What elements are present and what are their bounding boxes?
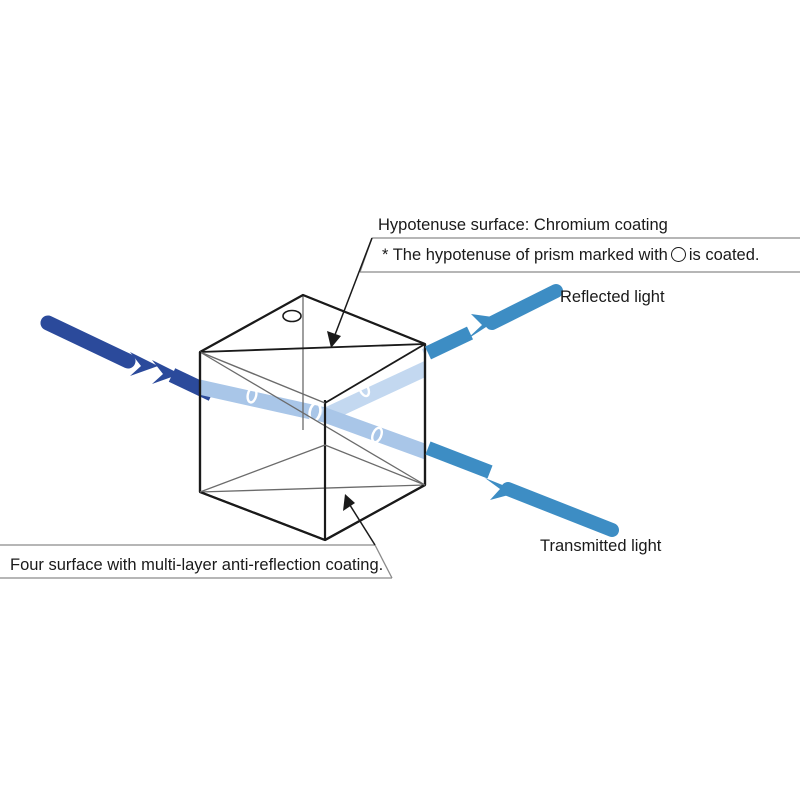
cube-hypotenuse-lines — [199, 294, 426, 353]
incident-beam-segment-1 — [40, 315, 136, 369]
internal-beam-incoming — [200, 377, 327, 423]
hypotenuse-surface-label: Hypotenuse surface: Chromium coating — [378, 216, 668, 234]
beam-marker-icon — [370, 426, 384, 444]
reflected-light-label: Reflected light — [560, 288, 665, 306]
incident-beam-chevron-1 — [130, 352, 158, 376]
incident-beam-chevron-2 — [152, 360, 180, 384]
transmitted-beam-segment-2 — [501, 482, 619, 537]
four-surface-leader-arrowhead — [343, 494, 355, 511]
coated-prism-note: * The hypotenuse of prism marked with is … — [382, 246, 759, 265]
reflected-beam-segment-1 — [424, 326, 474, 360]
cube-front-top-right-edge — [324, 343, 426, 404]
coated-prism-note-prefix: * The hypotenuse of prism marked with — [382, 246, 668, 264]
cube-front-top-left-edge — [199, 351, 326, 404]
circle-marker-icon — [670, 247, 686, 263]
four-surface-callout-right-edge — [374, 544, 393, 579]
internal-beams-group — [200, 337, 425, 465]
four-surface-leader-line — [347, 501, 376, 546]
cube-bottom-inner-diagonal-left — [199, 444, 326, 493]
beam-marker-icon — [246, 386, 258, 404]
four-surface-callout-box — [0, 494, 393, 579]
reflected-beam-segment-2 — [485, 284, 563, 330]
cube-bottom-right-edge — [324, 484, 426, 541]
reflected-beam — [424, 284, 563, 360]
hypotenuse-callout-box — [327, 237, 800, 348]
coated-prism-note-suffix: is coated. — [688, 246, 760, 264]
four-surface-coating-label: Four surface with multi-layer anti-refle… — [10, 556, 384, 574]
hypotenuse-leader-arrowhead — [327, 331, 341, 348]
internal-beam-reflected — [318, 355, 425, 424]
transmitted-beam — [425, 441, 619, 537]
cube-bottom-inner-diagonal-right — [324, 444, 426, 486]
transmitted-beam-segment-1 — [425, 441, 493, 479]
transmitted-light-label: Transmitted light — [540, 537, 662, 555]
hypotenuse-leader-line — [332, 237, 373, 341]
beam-marker-icon — [308, 402, 322, 422]
incident-beam — [40, 315, 216, 401]
cube-bottom-left-edge — [199, 490, 326, 542]
coated-prism-marker-icon — [282, 309, 302, 323]
beamsplitter-cube — [198, 293, 427, 542]
